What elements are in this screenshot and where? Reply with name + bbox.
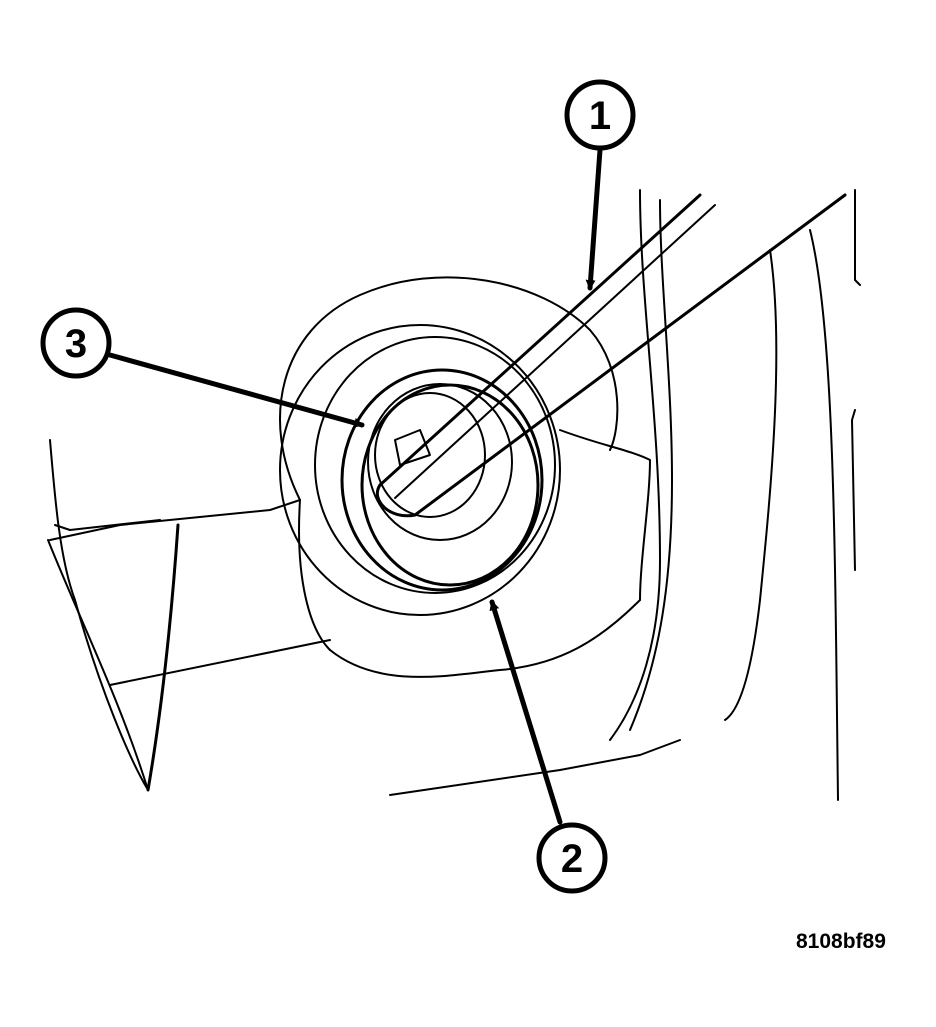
callout-3-label: 3 [65,322,87,366]
callout-2: 2 [536,822,608,894]
tool-blade [376,193,847,518]
callout-2-label: 2 [561,837,583,881]
callout-1: 1 [564,79,636,151]
callout-1-label: 1 [589,94,611,138]
figure-code: 8108bf89 [796,930,886,953]
steering-column-shroud [47,439,681,796]
leader-lines [107,147,603,825]
dash-panel [609,189,861,801]
callout-3: 3 [40,307,112,379]
ignition-bezel [279,276,651,651]
